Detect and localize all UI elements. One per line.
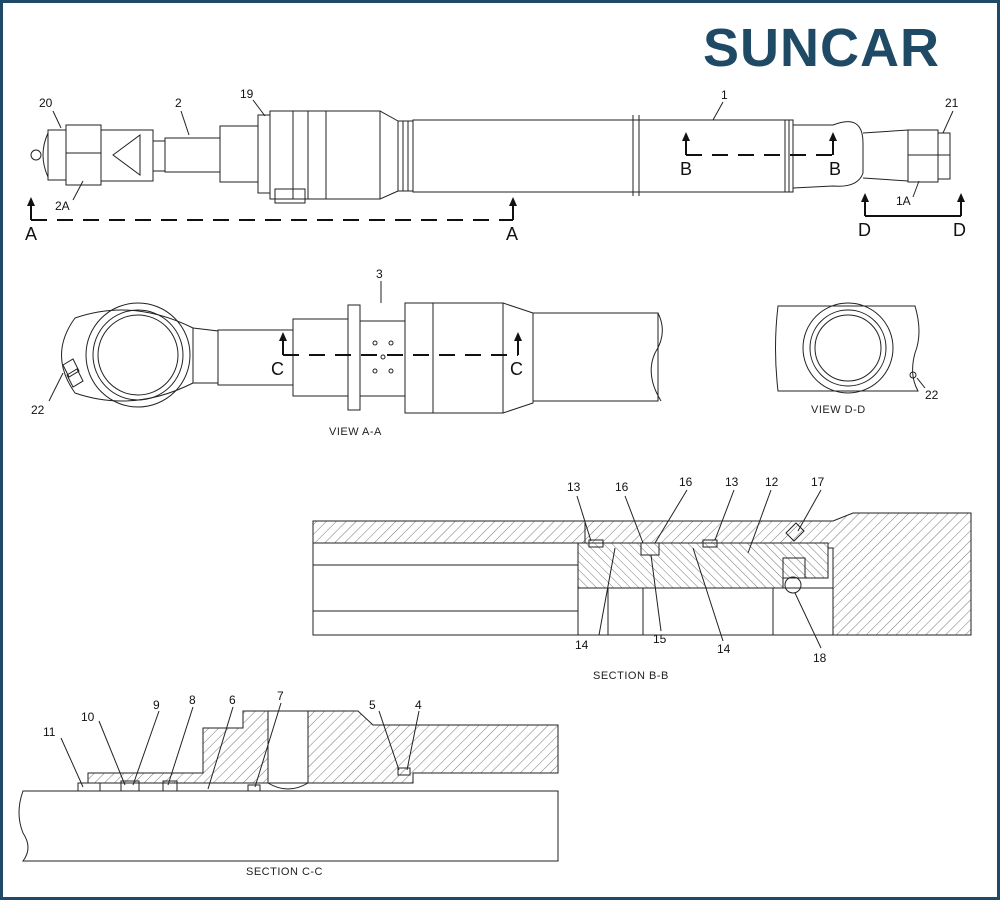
part-label: 2A (55, 199, 70, 213)
part-label: 20 (39, 96, 53, 110)
part-label: 5 (369, 698, 376, 712)
section-c-c-labels: 11 10 9 8 6 7 5 4 SECTION C-C (43, 689, 422, 878)
part-label: 3 (376, 267, 383, 281)
part-label: 14 (717, 642, 731, 656)
view-a-a (48, 281, 663, 414)
part-label: 16 (615, 480, 629, 494)
part-label: 17 (811, 475, 825, 489)
part-label: 4 (415, 698, 422, 712)
section-b-b-labels: 13 16 16 13 12 17 14 15 14 18 SECTION B-… (567, 475, 827, 682)
section-c-c (18, 702, 559, 862)
part-label: 16 (679, 475, 693, 489)
section-marker: B (829, 159, 841, 179)
part-label: 22 (31, 403, 45, 417)
part-label: 22 (925, 388, 939, 402)
part-label: 7 (277, 689, 284, 703)
section-marker: D (953, 220, 966, 240)
section-b-b (312, 489, 972, 649)
part-label: 13 (725, 475, 739, 489)
part-label: 13 (567, 480, 581, 494)
part-label: 1A (896, 194, 911, 208)
part-label: 8 (189, 693, 196, 707)
section-marker: C (271, 359, 284, 379)
part-label: 1 (721, 88, 728, 102)
section-marker: C (510, 359, 523, 379)
part-label: 12 (765, 475, 779, 489)
svg-text:SUNCAR: SUNCAR (703, 18, 940, 78)
view-a-a-labels: 3 22 C C VIEW A-A (31, 267, 523, 438)
view-d-d-labels: 22 VIEW D-D (811, 388, 939, 416)
view-d-d (775, 302, 926, 394)
section-marker: B (680, 159, 692, 179)
part-label: 19 (240, 87, 254, 101)
section-marker: D (858, 220, 871, 240)
view-title: SECTION C-C (246, 866, 323, 878)
part-label: 21 (945, 96, 959, 110)
part-label: 11 (43, 725, 56, 739)
main-view-labels: 20 2 19 1 21 2A 1A A A B B D D (25, 87, 966, 244)
hydraulic-cylinder-drawing: SUNCAR (18, 18, 972, 878)
part-label: 18 (813, 651, 827, 665)
section-marker: A (506, 224, 518, 244)
part-label: 9 (153, 698, 160, 712)
part-label: 15 (653, 632, 667, 646)
main-cylinder-view (27, 99, 965, 221)
section-marker: A (25, 224, 37, 244)
part-label: 10 (81, 710, 95, 724)
suncar-logo: SUNCAR (703, 18, 940, 78)
view-title: VIEW A-A (329, 426, 382, 438)
part-label: 6 (229, 693, 236, 707)
view-title: VIEW D-D (811, 404, 866, 416)
part-label: 14 (575, 638, 589, 652)
view-title: SECTION B-B (593, 670, 669, 682)
part-label: 2 (175, 96, 182, 110)
